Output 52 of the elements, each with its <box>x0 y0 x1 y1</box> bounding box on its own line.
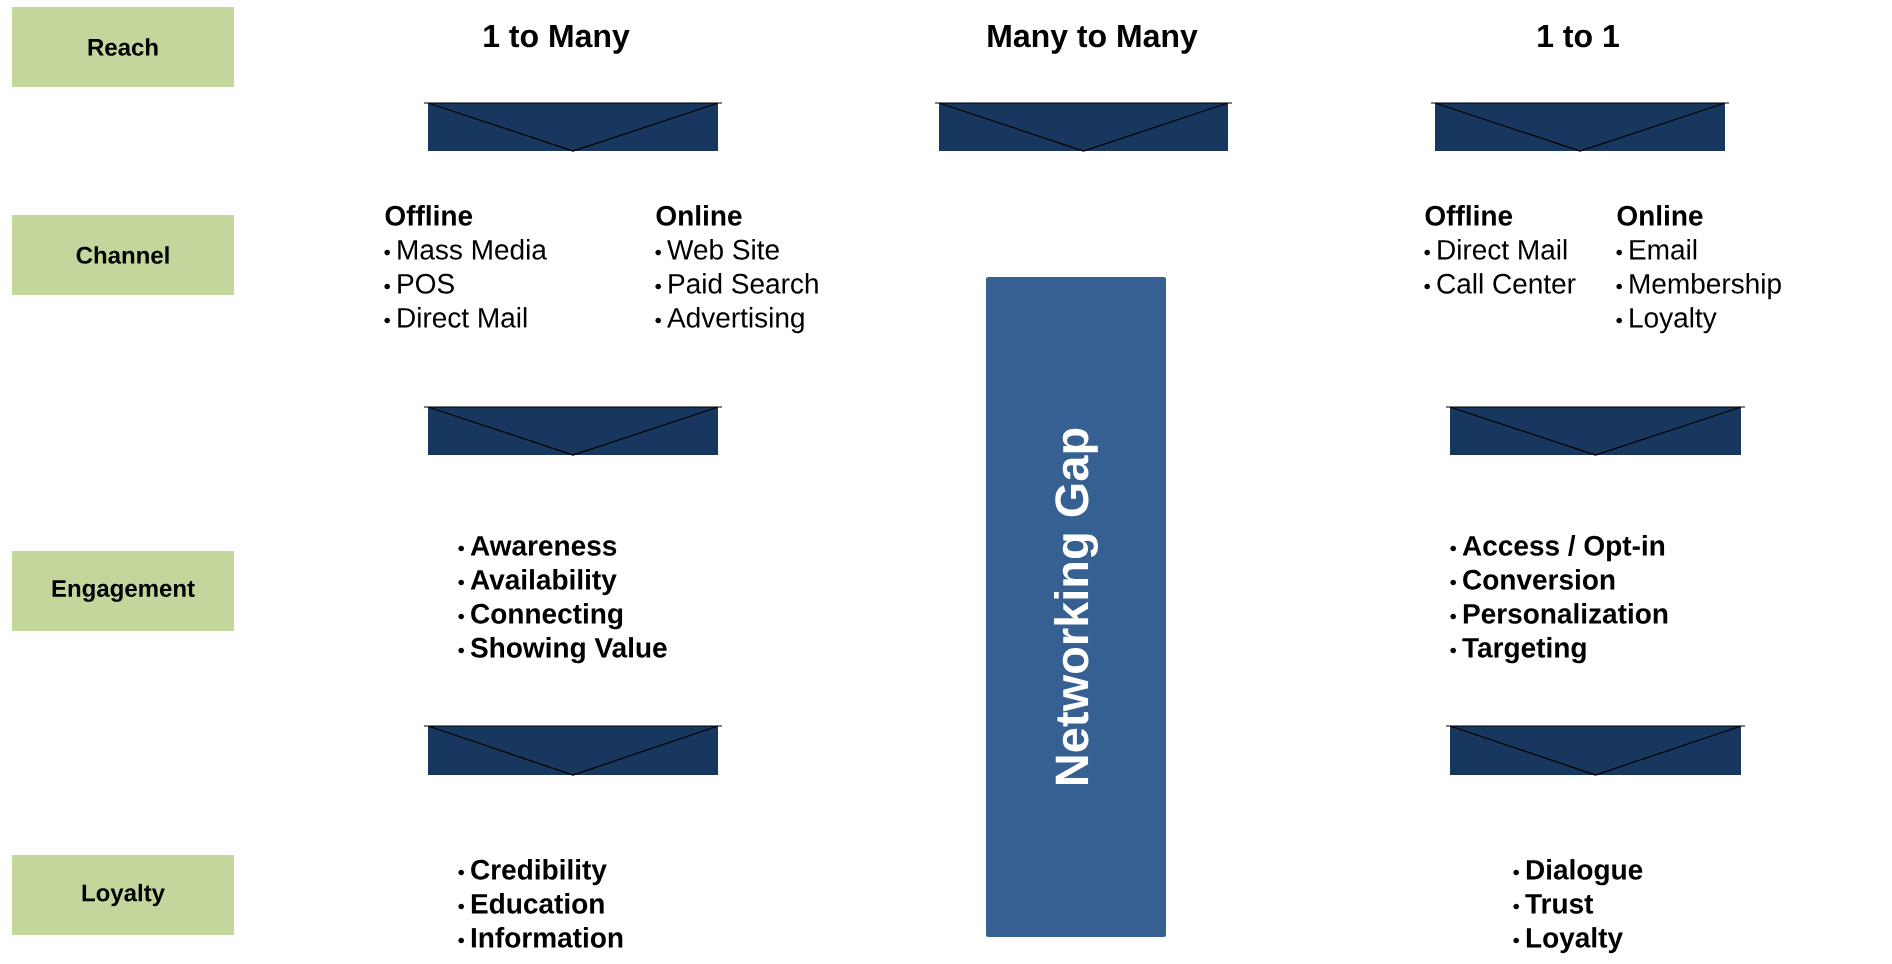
row-label-box: Reach <box>12 7 234 87</box>
bullet-list: Awareness Availability Connecting Showing Value <box>458 536 667 664</box>
node-label: Availability <box>470 569 617 596</box>
chevron-arrow <box>934 102 1233 152</box>
column-heading: 1 to 1 <box>1538 25 1619 48</box>
bullet-list: Offline Mass Media POS Direct Mail <box>384 205 547 328</box>
node-label: Email <box>1630 239 1697 260</box>
node-label: Access / Opt-in <box>1462 535 1665 562</box>
chevron-arrow <box>1430 102 1730 152</box>
node-label: Paid Search <box>669 273 818 294</box>
chevron-arrow <box>423 406 723 456</box>
node-label: POS <box>398 273 454 294</box>
node-label: Credibility <box>471 859 607 886</box>
node-label: Connecting <box>471 603 623 630</box>
bullet-list: Access / Opt-in Conversion Personalization Targeting <box>1450 535 1668 664</box>
node-label: Advertising <box>667 307 804 334</box>
bullet-list: Offline Direct Mail Call Center <box>1424 205 1576 294</box>
node-label: Direct Mail <box>398 307 527 328</box>
node-label: Online <box>1617 205 1703 226</box>
node-label: Education <box>471 893 604 914</box>
node-label: Membership <box>1630 273 1781 300</box>
node-label: Awareness <box>470 536 617 556</box>
bullet-list: Online Web Site Paid Search Advertising <box>655 205 818 334</box>
node-label: Showing Value <box>470 637 667 664</box>
bullet-list: Online Email Membership Loyalty <box>1616 205 1781 334</box>
node-label: Dialogue <box>1526 859 1643 886</box>
node-label: Offline <box>385 205 473 226</box>
row-label-box: Channel <box>12 215 234 295</box>
node-label: Web Site <box>667 239 779 260</box>
node-label: Offline <box>1425 205 1513 226</box>
chevron-arrow <box>1445 725 1746 776</box>
node-label: Loyalty <box>1526 927 1623 954</box>
chevron-arrow <box>423 725 723 776</box>
bullet-list: Credibility Education Information <box>458 859 623 948</box>
row-label-box: Engagement <box>12 551 234 631</box>
node-label: Call Center <box>1437 273 1576 294</box>
column-heading: Many to Many <box>988 25 1198 54</box>
column-heading: 1 to Many <box>484 25 630 54</box>
node-label: Online <box>656 205 742 226</box>
chevron-arrow <box>1445 406 1746 456</box>
node-label: Targeting <box>1462 637 1586 664</box>
node-label: Trust <box>1525 894 1594 914</box>
node-label: Personalization <box>1463 603 1668 624</box>
bullet-list: Dialogue Trust Loyalty <box>1513 859 1643 954</box>
node-label: Conversion <box>1463 569 1615 590</box>
node-label: Information <box>471 927 623 948</box>
gap-bar: Networking Gap <box>986 277 1166 937</box>
chevron-arrow <box>423 102 723 152</box>
node-label: Loyalty <box>1630 307 1717 334</box>
node-label: Direct Mail <box>1438 239 1567 260</box>
row-label-box: Loyalty <box>12 855 234 935</box>
node-label: Mass Media <box>398 239 547 260</box>
